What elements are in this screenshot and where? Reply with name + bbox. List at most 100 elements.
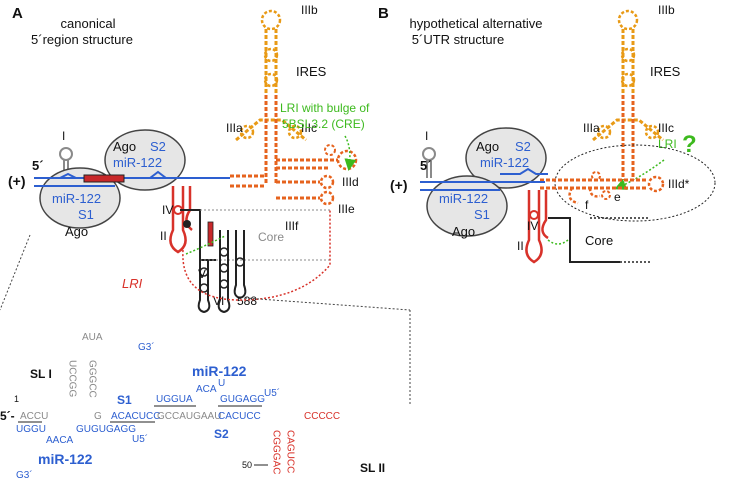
core-block-a	[180, 209, 330, 261]
mir-top-label: miR-122	[113, 155, 162, 170]
sl-ii-stem-a	[169, 186, 187, 254]
zoom-line-right	[244, 297, 411, 311]
sl-ii-stem-b	[525, 190, 549, 264]
core-block-b	[547, 217, 650, 263]
stem-iiid-iiie-iiif	[230, 144, 358, 206]
seq-sl1-left: UCCGG	[67, 360, 78, 397]
label-iiie: IIIe	[338, 202, 355, 216]
panel-a: A canonical 5´region structure IIIb IRES…	[0, 3, 411, 404]
label-f-b: f	[585, 198, 589, 212]
seq-accu: ACCU	[20, 411, 48, 422]
seq-sl-i-label: SL I	[30, 367, 52, 381]
seq-cacucc: CACUCC	[218, 411, 261, 422]
lri-note-line1: LRI with bulge of	[280, 101, 370, 115]
lri-note-arrow	[344, 135, 357, 171]
ago-top-label: Ago	[113, 139, 136, 154]
panel-a-letter: A	[12, 5, 23, 22]
seq-mir-a-u: U	[218, 378, 225, 389]
seq-mir-b-tail: G3´	[16, 469, 33, 481]
lri-note-line2: 5BSL3.2 (CRE)	[282, 117, 365, 131]
label-iiic: IIIc	[301, 121, 317, 135]
s2-label-b: S2	[515, 139, 531, 154]
panel-b: B hypothetical alternative 5´UTR structu…	[378, 3, 716, 264]
label-sl-i-b: I	[425, 129, 428, 143]
seq-mir-a-gap: ACA	[196, 384, 217, 395]
lri-green-link-a	[185, 235, 226, 255]
stem-iv-a	[183, 186, 193, 231]
lri-label-a: LRI	[122, 276, 143, 291]
seq-sl-ii-label: SL II	[360, 461, 385, 475]
seq-mir-a-loop: G3´	[138, 341, 155, 353]
seq-mir-b-lower: UGGU	[16, 424, 46, 435]
label-iiia-b: IIIa	[583, 121, 600, 135]
label-iiif: IIIf	[285, 219, 299, 233]
stem-iiia-iiic	[235, 95, 307, 185]
panel-a-title-line1: canonical	[61, 16, 116, 31]
seq-mir-b-5: U5´	[132, 433, 148, 445]
seq-mir-a-rest: GUGAGG	[220, 394, 265, 405]
question-mark: ?	[682, 131, 697, 158]
panel-a-title-line2: 5´region structure	[31, 32, 133, 47]
seq-acacucc: ACACUCC	[111, 411, 160, 422]
s2-label: S2	[150, 139, 166, 154]
stems-v-vi	[197, 230, 247, 314]
label-588: 588	[237, 294, 257, 308]
label-iiic-b: IIIc	[658, 121, 674, 135]
seq-5-prime: 5´-	[0, 409, 15, 423]
stem-iiia-iiic-b	[592, 95, 664, 180]
seq-s1: S1	[117, 393, 132, 407]
label-iiid: IIId	[342, 175, 359, 189]
lri-path-a	[182, 210, 331, 301]
ago-top-label-b: Ago	[476, 139, 499, 154]
label-sl-i: I	[62, 129, 65, 143]
panel-b-title-line2: 5´UTR structure	[412, 32, 504, 47]
backbone-a	[34, 170, 230, 187]
seq-pos-1: 1	[14, 394, 19, 404]
five-prime-b: 5´	[420, 158, 432, 173]
core-label-b: Core	[585, 233, 613, 248]
label-ires-b: IRES	[650, 64, 681, 79]
ago-bottom	[39, 167, 121, 229]
seq-mir-b-gap: AACA	[46, 435, 74, 446]
seq-s2: S2	[214, 427, 229, 441]
stem-iiid-b	[540, 171, 665, 205]
seq-sl2-top: CCCCC	[304, 411, 340, 422]
label-vi: VI	[213, 294, 224, 308]
mir-bottom-label-b: miR-122	[439, 191, 488, 206]
label-iiia: IIIa	[226, 121, 243, 135]
seq-pos-50: 50	[242, 460, 252, 470]
sequence-detail: SL I SL II AUA UCCGG GGGCC 5´- 1 ACCU G …	[0, 332, 385, 481]
label-iiib: IIIb	[301, 3, 318, 17]
stem-iiib-b	[617, 9, 639, 95]
mir-bottom-label: miR-122	[52, 191, 101, 206]
s1-label: S1	[78, 207, 94, 222]
plus-strand: (+)	[8, 173, 26, 189]
label-ires: IRES	[296, 64, 327, 79]
label-ii-a: II	[160, 229, 167, 243]
plus-strand-b: (+)	[390, 177, 408, 193]
ago-bottom-label: Ago	[65, 224, 88, 239]
seq-mir-bottom: miR-122	[38, 451, 93, 467]
seq-sl2-left: CGGGAC	[271, 430, 282, 474]
label-iv-b: IV	[527, 219, 538, 233]
label-e-b: e	[614, 190, 621, 204]
seq-mir-top: miR-122	[192, 363, 247, 379]
lri-region-ellipse	[554, 144, 716, 222]
mir-top-label-b: miR-122	[480, 155, 529, 170]
seq-mir-a-upper: UGGUA	[156, 394, 193, 405]
zoom-line-left	[0, 234, 31, 311]
seq-mir-a-5: U5´	[264, 387, 280, 399]
ago-top	[104, 129, 186, 191]
seq-g: G	[94, 411, 102, 422]
ago-bottom-label-b: Ago	[452, 224, 475, 239]
ago-top-b	[465, 127, 547, 189]
stem-iiib	[260, 9, 282, 95]
s1-label-b: S1	[474, 207, 490, 222]
panel-b-letter: B	[378, 5, 389, 22]
label-iiib-b: IIIb	[658, 3, 675, 17]
seq-sl1-right: GGGCC	[87, 360, 98, 398]
lri-label-b: LRI	[658, 137, 677, 151]
seq-sl1-loop: AUA	[82, 332, 103, 343]
core-label-a: Core	[258, 230, 284, 244]
